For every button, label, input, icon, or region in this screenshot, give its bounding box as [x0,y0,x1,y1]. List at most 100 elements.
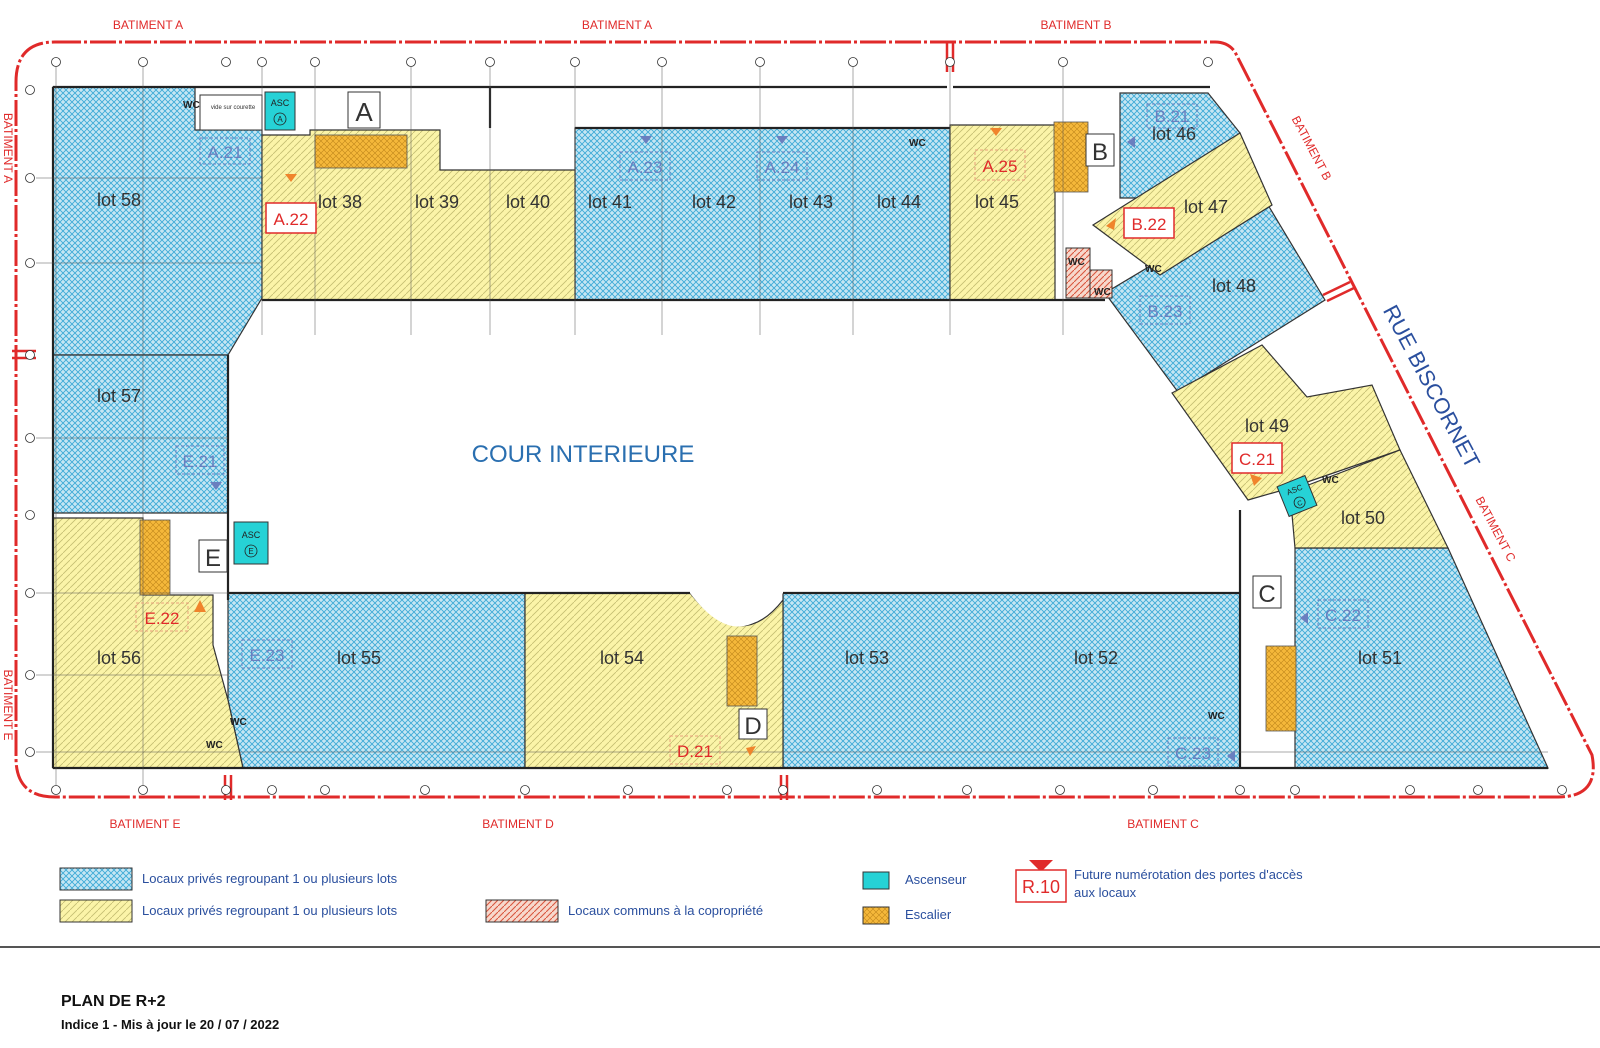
svg-text:E.22: E.22 [145,609,180,628]
door-a21: A.21 [199,137,251,165]
legend: Locaux privés regroupant 1 ou plusieurs … [59,860,1303,925]
svg-text:Locaux privés regroupant 1 ou: Locaux privés regroupant 1 ou plusieurs … [142,871,398,886]
lot-40-label: lot 40 [506,192,550,212]
door-e22: E.22 [135,602,189,632]
svg-text:BATIMENT C: BATIMENT C [1127,817,1199,831]
svg-text:WC: WC [206,740,223,751]
lot-58-label: lot 58 [97,190,141,210]
chute: vide sur courette [199,94,263,131]
svg-text:Future numérotation des portes: Future numérotation des portes d'accès [1074,867,1303,882]
svg-text:WC: WC [1208,711,1225,722]
svg-text:B.22: B.22 [1132,215,1167,234]
zone-lot-45 [949,124,1056,301]
door-arrows [194,128,1262,756]
stair-e: E [198,539,228,573]
stair-labels: A B C D E [198,91,1282,740]
svg-text:BATIMENT D: BATIMENT D [482,817,554,831]
svg-text:BATIMENT C: BATIMENT C [1473,494,1519,564]
zone-lot-51 [1294,547,1549,769]
door-labels-blue: A.21 A.23 A.24 B.21 B.23 C.22 C.23 E.21 … [175,103,1369,767]
door-arrows-blue [210,136,1308,762]
svg-text:WC: WC [1145,264,1162,275]
svg-text:Ascenseur: Ascenseur [905,872,967,887]
zone-lots-41-44 [574,127,951,301]
svg-text:A.24: A.24 [765,158,800,177]
legend-stair: Escalier [862,906,952,925]
footer-divider [0,946,1600,948]
stair-b: B [1085,133,1115,167]
lot-46-label: lot 46 [1152,124,1196,144]
door-a24: A.24 [756,151,808,181]
door-b21: B.21 [1146,103,1198,129]
lot-38-label: lot 38 [318,192,362,212]
door-a23: A.23 [619,151,671,181]
svg-text:D.21: D.21 [677,742,713,761]
svg-text:R.10: R.10 [1022,877,1060,897]
lot-43-label: lot 43 [789,192,833,212]
walls [51,85,1548,770]
door-c21: C.21 [1231,442,1283,474]
zone-lot-55 [227,592,526,769]
door-labels-red: A.22 A.25 B.22 C.21 D.21 E.22 [135,149,1283,765]
svg-text:D: D [744,713,761,740]
lot-55-label: lot 55 [337,648,381,668]
lot-51-label: lot 51 [1358,648,1402,668]
door-c22: C.22 [1317,599,1369,629]
svg-text:E.21: E.21 [183,452,218,471]
lot-39-label: lot 39 [415,192,459,212]
svg-text:BATIMENT A: BATIMENT A [582,18,652,32]
svg-text:B: B [1092,139,1108,166]
lot-45-label: lot 45 [975,192,1019,212]
door-a25: A.25 [974,149,1026,181]
zone-lots-52-53 [782,592,1241,769]
plan-title: PLAN DE R+2 [61,993,166,1010]
svg-text:A: A [277,115,283,124]
lot-54-label: lot 54 [600,648,644,668]
lot-57-label: lot 57 [97,386,141,406]
lot-52-label: lot 52 [1074,648,1118,668]
lot-41-label: lot 41 [588,192,632,212]
lot-labels: lot 58 lot 57 lot 56 lot 55 lot 54 lot 5… [97,124,1402,668]
axis-markers [25,57,1567,795]
lift-e: ASC E [233,521,269,565]
door-d21: D.21 [669,735,721,765]
svg-text:Escalier: Escalier [905,907,952,922]
svg-text:E: E [248,547,253,556]
wc-labels: WC WC WC WC WC WC WC WC WC [183,100,1339,751]
svg-text:E: E [205,545,221,572]
zone-lot-49 [1171,344,1401,501]
legend-private-yellow: Locaux privés regroupant 1 ou plusieurs … [59,899,398,923]
lot-56-label: lot 56 [97,648,141,668]
svg-text:C.22: C.22 [1325,606,1361,625]
svg-text:E.23: E.23 [250,646,285,665]
zone-lot-48 [1104,204,1326,393]
svg-text:WC: WC [1322,475,1339,486]
door-e23: E.23 [241,639,293,669]
svg-text:WC: WC [909,138,926,149]
lot-44-label: lot 44 [877,192,921,212]
legend-lift: Ascenseur [862,871,967,890]
lifts: ASC A ASC E ASC C [233,91,1318,565]
svg-text:Locaux communs à la copropriét: Locaux communs à la copropriété [568,903,763,918]
svg-text:A: A [355,97,373,127]
svg-text:ASC: ASC [242,530,261,540]
svg-text:A.21: A.21 [208,143,243,162]
svg-text:C: C [1297,500,1304,508]
private-areas-yellow [52,124,1449,769]
svg-text:ASC: ASC [271,98,290,108]
legend-private-blue: Locaux privés regroupant 1 ou plusieurs … [59,867,398,891]
svg-text:B.21: B.21 [1155,107,1190,126]
column-grid [36,66,1548,785]
svg-text:BATIMENT E: BATIMENT E [110,817,181,831]
door-b23: B.23 [1139,295,1191,325]
svg-text:vide sur courette: vide sur courette [211,105,256,111]
svg-text:B.23: B.23 [1148,302,1183,321]
lot-42-label: lot 42 [692,192,736,212]
svg-text:A.25: A.25 [983,157,1018,176]
stair-c: C [1252,575,1282,609]
svg-text:C: C [1258,581,1275,608]
door-c23: C.23 [1167,737,1219,767]
svg-text:BATIMENT A: BATIMENT A [1,113,15,183]
stair-a: A [347,91,381,129]
door-a22: A.22 [265,202,317,234]
